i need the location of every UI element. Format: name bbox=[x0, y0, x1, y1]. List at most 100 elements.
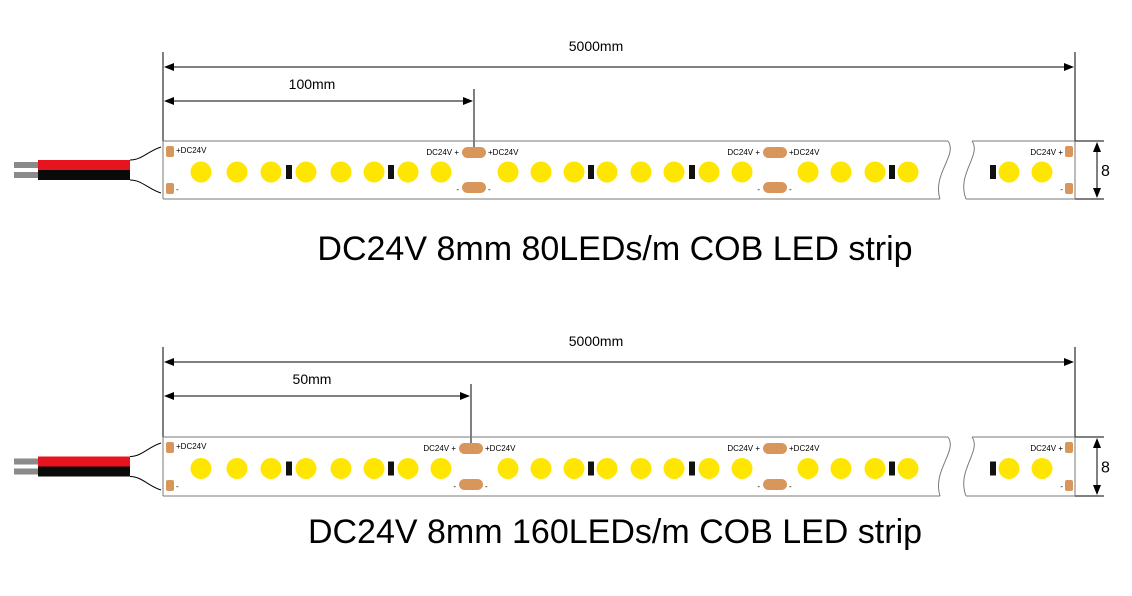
wire-boot bbox=[129, 179, 162, 194]
minus-label: - bbox=[1060, 185, 1063, 194]
end-solder-pad bbox=[166, 442, 174, 453]
led-chip bbox=[1031, 458, 1053, 479]
plus-label: DC24V + bbox=[426, 148, 459, 157]
led-chip bbox=[596, 161, 618, 183]
cut-solder-pad bbox=[763, 182, 787, 193]
cut-solder-pad bbox=[763, 479, 787, 490]
total-length-label: 5000mm bbox=[569, 333, 623, 349]
plus-label: +DC24V bbox=[789, 148, 820, 157]
end-solder-pad bbox=[166, 146, 174, 157]
cut-solder-pad bbox=[459, 443, 483, 454]
total-length-label: 5000mm bbox=[569, 38, 623, 54]
minus-label: - bbox=[789, 185, 792, 194]
wire-boot bbox=[129, 442, 162, 457]
wire-boot bbox=[129, 476, 162, 491]
led-chip bbox=[663, 161, 685, 183]
led-chip bbox=[630, 161, 652, 183]
plus-label: +DC24V bbox=[176, 442, 207, 451]
ic-chip bbox=[990, 461, 996, 476]
plus-label: DC24V + bbox=[1030, 444, 1063, 453]
led-chip bbox=[797, 161, 819, 183]
break-mark bbox=[937, 140, 951, 200]
led-chip bbox=[190, 458, 212, 479]
led-chip bbox=[830, 458, 852, 479]
led-chip bbox=[698, 458, 720, 479]
ic-chip bbox=[689, 461, 695, 476]
width-label: 8 bbox=[1101, 460, 1110, 477]
end-solder-pad bbox=[1065, 183, 1073, 194]
led-chip bbox=[260, 458, 282, 479]
led-chip bbox=[497, 458, 519, 479]
break-mark bbox=[937, 436, 951, 497]
break-mark bbox=[963, 140, 975, 200]
ic-chip bbox=[286, 461, 292, 476]
end-solder-pad bbox=[1065, 480, 1073, 491]
plus-label: +DC24V bbox=[488, 148, 519, 157]
wire-tip bbox=[14, 458, 42, 465]
wire-boot bbox=[129, 146, 162, 161]
led-chip bbox=[330, 458, 352, 479]
plus-label: DC24V + bbox=[423, 444, 456, 453]
minus-label: - bbox=[789, 482, 792, 491]
ic-chip bbox=[286, 165, 292, 179]
minus-label: - bbox=[757, 482, 760, 491]
end-solder-pad bbox=[166, 183, 174, 194]
led-chip bbox=[397, 458, 419, 479]
break-mark bbox=[963, 436, 975, 497]
ic-chip bbox=[990, 165, 996, 179]
cut-solder-pad bbox=[462, 182, 486, 193]
led-chip bbox=[797, 458, 819, 479]
led-chip bbox=[830, 161, 852, 183]
led-chip bbox=[397, 161, 419, 183]
plus-label: +DC24V bbox=[485, 444, 516, 453]
red-wire bbox=[38, 456, 130, 467]
plus-label: DC24V + bbox=[727, 148, 760, 157]
led-chip bbox=[295, 458, 317, 479]
end-solder-pad bbox=[1065, 442, 1073, 453]
plus-label: DC24V + bbox=[1030, 148, 1063, 157]
minus-label: - bbox=[485, 482, 488, 491]
led-chip bbox=[260, 161, 282, 183]
led-chip bbox=[864, 161, 886, 183]
led-chip bbox=[497, 161, 519, 183]
wire-tip bbox=[14, 172, 42, 178]
led-chip bbox=[430, 458, 452, 479]
plus-label: DC24V + bbox=[727, 444, 760, 453]
ic-chip bbox=[588, 461, 594, 476]
led-chip bbox=[295, 161, 317, 183]
wire-tip bbox=[14, 162, 42, 168]
minus-label: - bbox=[176, 185, 179, 194]
led-chip bbox=[363, 161, 385, 183]
led-chip bbox=[698, 161, 720, 183]
cut-solder-pad bbox=[462, 147, 486, 158]
wire-tip bbox=[14, 468, 42, 475]
ic-chip bbox=[889, 461, 895, 476]
led-chip bbox=[363, 458, 385, 479]
black-wire bbox=[38, 466, 130, 477]
minus-label: - bbox=[456, 185, 459, 194]
led-chip bbox=[330, 161, 352, 183]
led-chip bbox=[897, 161, 919, 183]
led-chip bbox=[998, 161, 1020, 183]
cut-solder-pad bbox=[763, 443, 787, 454]
led-chip bbox=[731, 458, 753, 479]
led-chip bbox=[563, 458, 585, 479]
minus-label: - bbox=[453, 482, 456, 491]
strip-caption: DC24V 8mm 160LEDs/m COB LED strip bbox=[308, 513, 922, 551]
minus-label: - bbox=[757, 185, 760, 194]
led-chip bbox=[630, 458, 652, 479]
strip-caption: DC24V 8mm 80LEDs/m COB LED strip bbox=[317, 230, 912, 268]
led-chip bbox=[530, 458, 552, 479]
end-solder-pad bbox=[1065, 146, 1073, 157]
minus-label: - bbox=[176, 482, 179, 491]
led-chip bbox=[430, 161, 452, 183]
led-chip bbox=[1031, 161, 1053, 183]
plus-label: +DC24V bbox=[176, 146, 207, 155]
ic-chip bbox=[689, 165, 695, 179]
cut-solder-pad bbox=[459, 479, 483, 490]
end-solder-pad bbox=[166, 480, 174, 491]
width-label: 8 bbox=[1101, 163, 1110, 180]
